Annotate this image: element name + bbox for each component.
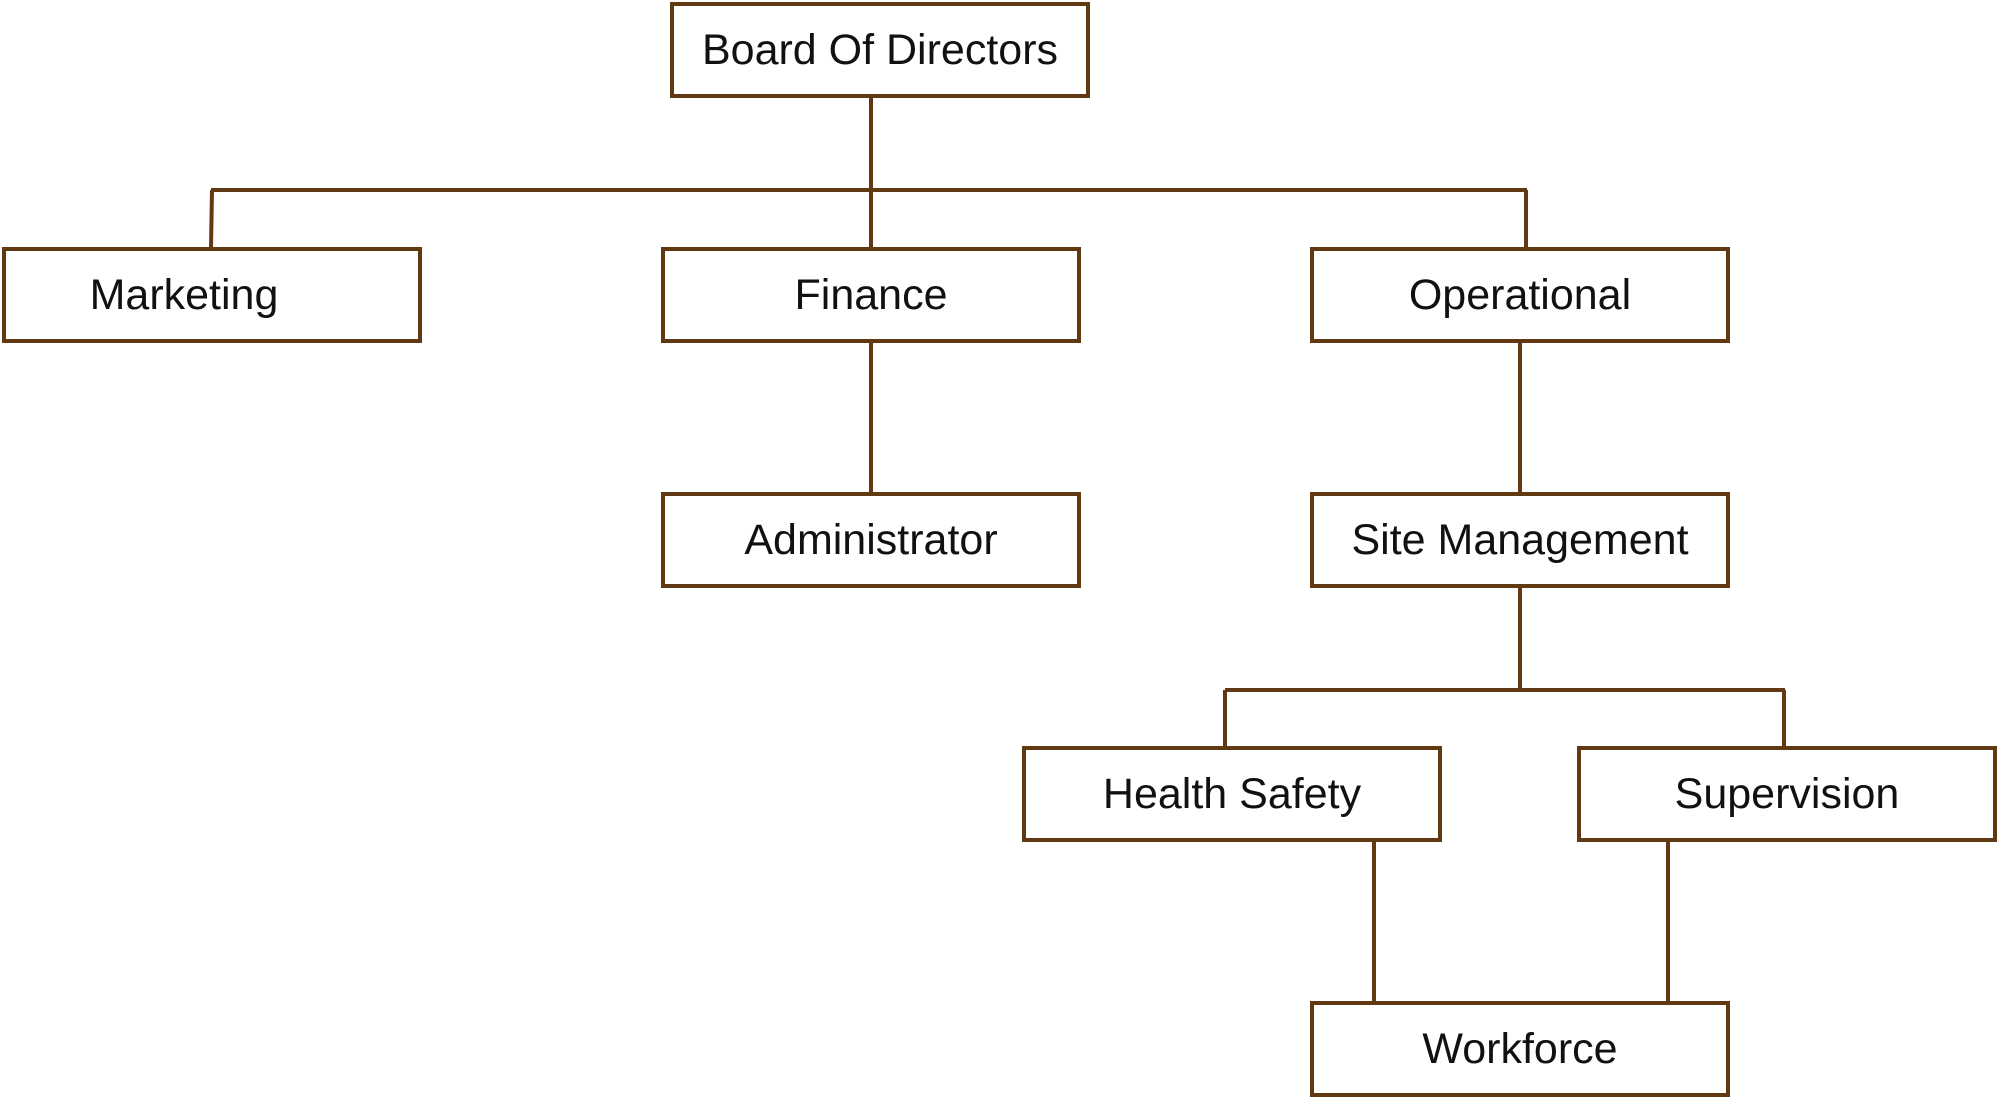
node-label: Site Management (1351, 515, 1689, 564)
node-label: Operational (1408, 270, 1632, 319)
node-administrator: Administrator (661, 492, 1081, 588)
node-label: Supervision (1674, 769, 1900, 818)
connector-marketing (209, 189, 214, 248)
node-operational: Operational (1310, 247, 1730, 343)
node-board-of-directors: Board Of Directors (670, 2, 1090, 98)
node-marketing: Marketing (2, 247, 422, 343)
node-label: Board Of Directors (701, 25, 1059, 74)
node-workforce: Workforce (1310, 1001, 1730, 1097)
node-finance: Finance (661, 247, 1081, 343)
node-label: Marketing (89, 270, 279, 319)
node-site-management: Site Management (1310, 492, 1730, 588)
node-supervision: Supervision (1577, 746, 1997, 842)
node-label: Finance (794, 270, 948, 319)
node-label: Administrator (744, 515, 998, 564)
node-health-safety: Health Safety (1022, 746, 1442, 842)
node-label: Workforce (1422, 1024, 1618, 1073)
node-label: Health Safety (1102, 769, 1362, 818)
